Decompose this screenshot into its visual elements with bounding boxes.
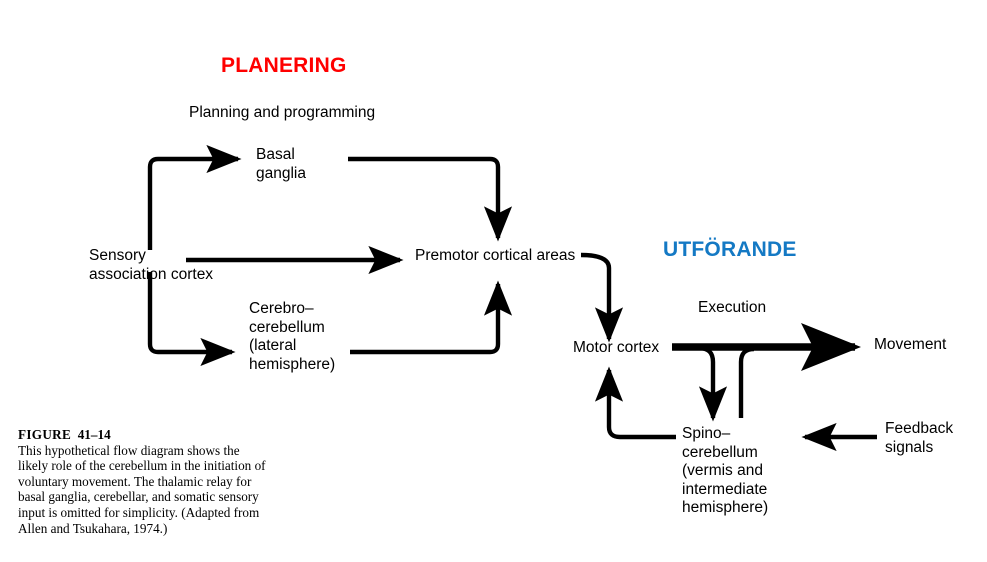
heading-planering: PLANERING (221, 54, 347, 77)
edge-spino-to-motor (594, 366, 676, 440)
edge-premotor-to-motor (580, 252, 624, 343)
node-spino-cerebellum: Spino– cerebellum (vermis and intermedia… (682, 425, 769, 516)
node-movement: Movement (874, 336, 947, 353)
edge-sensory-to-basal (147, 144, 242, 250)
figure-caption-body: This hypothetical flow diagram shows the… (18, 442, 266, 536)
node-premotor-cortical-areas: Premotor cortical areas (415, 247, 576, 264)
node-sensory-association-cortex: Sensory association cortex (89, 247, 214, 283)
node-basal-ganglia: Basal ganglia (256, 146, 306, 182)
node-cerebro-cerebellum: Cerebro– cerebellum (lateral hemisphere) (249, 300, 336, 373)
edge-spino-branch-to-trunk (738, 346, 755, 418)
edge-basal-to-premotor (348, 156, 513, 242)
phase-label-execution: Execution (698, 299, 767, 316)
figure-caption-number: 41–14 (77, 427, 111, 442)
figure-caption: FIGURE 41–14 This hypothetical flow diag… (18, 427, 266, 536)
figure-caption-label: FIGURE (18, 427, 72, 442)
edge-motor-branch-to-spino (698, 345, 728, 422)
heading-utforande: UTFÖRANDE (663, 238, 797, 261)
edge-sensory-to-cerebro (147, 272, 236, 367)
node-feedback-signals: Feedback signals (885, 420, 954, 456)
edge-cerebro-to-premotor (350, 280, 513, 355)
node-motor-cortex: Motor cortex (573, 339, 660, 356)
phase-label-planning: Planning and programming (189, 104, 376, 121)
